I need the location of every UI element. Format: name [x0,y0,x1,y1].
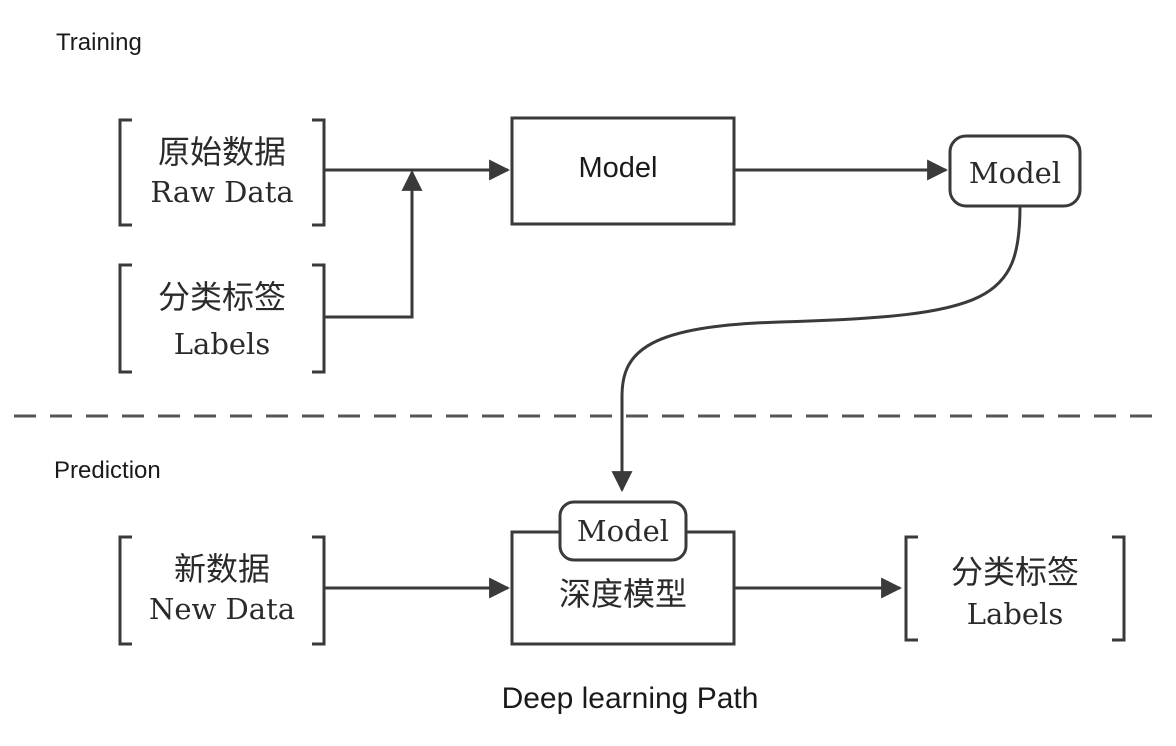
labels-label-cn: 分类标签 [158,278,286,316]
diagram-caption: Deep learning Path [502,682,759,715]
trained-model-rect [948,134,1082,208]
section-label-prediction: Prediction [54,457,161,484]
raw-data-label-en: Raw Data [150,175,293,209]
deep-model-box: Model 深度模型 [510,500,736,646]
raw-data-bracket-right [312,118,326,227]
raw-data-label-cn: 原始数据 [158,133,286,171]
new-data-node: 新数据 New Data [118,535,326,646]
deep-model-tab [558,500,688,562]
output-labels-node: 分类标签 Labels [904,535,1126,642]
training-model-box: Model [510,116,736,226]
arrow-trained-model-to-deep-model [611,205,1022,493]
output-labels-bracket-left [904,535,918,642]
output-labels-label-en: Labels [967,597,1063,631]
deep-model-tab-label: Model [577,514,669,548]
output-labels-bracket-right [1112,535,1126,642]
new-data-bracket-right [312,535,326,646]
new-data-label-cn: 新数据 [174,550,270,588]
raw-data-node: 原始数据 Raw Data [118,118,326,227]
labels-bracket-right [312,263,326,374]
arrow-labels-to-model [324,169,423,319]
new-data-bracket-left [118,535,132,646]
section-label-training: Training [56,29,142,56]
deep-model-label: 深度模型 [559,575,687,613]
new-data-label-en: New Data [149,592,295,626]
trained-model-label: Model [969,156,1061,190]
training-model-label: Model [579,152,658,184]
labels-node: 分类标签 Labels [118,263,326,374]
labels-label-en: Labels [174,327,270,361]
trained-model-node: Model [948,134,1082,208]
raw-data-bracket-left [118,118,132,227]
output-labels-label-cn: 分类标签 [951,553,1079,591]
labels-bracket-left [118,263,132,374]
